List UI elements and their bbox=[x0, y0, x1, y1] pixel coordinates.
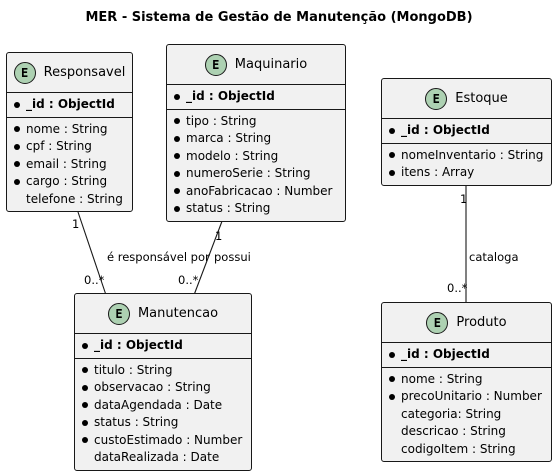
cardinality-produto-side: 0..* bbox=[447, 281, 468, 295]
attribute: anoFabricacao : Number bbox=[174, 183, 345, 201]
attribute: observacao : String bbox=[82, 379, 251, 397]
cardinality-manutencao-side-a: 0..* bbox=[84, 273, 105, 287]
attribute: codigoItem : String bbox=[401, 441, 516, 456]
bullet-icon bbox=[174, 135, 180, 142]
attribute: cpf : String bbox=[14, 138, 132, 156]
bullet-icon bbox=[14, 161, 20, 168]
attribute: nome : String bbox=[14, 121, 132, 139]
entity-estoque[interactable]: E Estoque _id : ObjectId nomeInventario … bbox=[381, 78, 552, 186]
cardinality-maquinario-side: 1 bbox=[215, 229, 223, 243]
relationship-label-maquinario-manutencao: possui bbox=[214, 250, 251, 264]
bullet-icon bbox=[14, 143, 20, 150]
entity-name: Produto bbox=[456, 315, 507, 330]
relationship-label-responsavel-manutencao: é responsável por bbox=[107, 250, 210, 264]
bullet-icon bbox=[82, 342, 88, 349]
attribute: telefone : String bbox=[26, 191, 123, 206]
entity-badge-icon: E bbox=[425, 87, 448, 110]
bullet-icon bbox=[389, 127, 395, 134]
bullet-icon bbox=[82, 437, 88, 444]
primary-key-attribute: _id : ObjectId bbox=[82, 337, 251, 355]
bullet-icon bbox=[174, 153, 180, 160]
attribute: status : String bbox=[82, 414, 251, 432]
entity-badge-icon: E bbox=[13, 61, 36, 84]
bullet-icon bbox=[14, 178, 20, 185]
attribute: dataRealizada : Date bbox=[94, 450, 220, 464]
attribute: modelo : String bbox=[174, 148, 345, 166]
attribute: itens : Array bbox=[389, 164, 551, 182]
primary-key-attribute: _id : ObjectId bbox=[389, 122, 551, 140]
attribute: cargo : String bbox=[14, 173, 132, 191]
attribute: titulo : String bbox=[82, 362, 251, 380]
attribute: nomeInventario : String bbox=[389, 147, 551, 165]
bullet-icon bbox=[174, 205, 180, 212]
bullet-icon bbox=[389, 376, 395, 383]
entity-badge-icon: E bbox=[107, 302, 130, 325]
line-maquinario-manutencao bbox=[193, 215, 225, 296]
bullet-icon bbox=[389, 152, 395, 159]
primary-key-attribute: _id : ObjectId bbox=[174, 88, 345, 106]
bullet-icon bbox=[82, 384, 88, 391]
attribute: dataAgendada : Date bbox=[82, 397, 251, 415]
attribute: status : String bbox=[174, 200, 345, 218]
cardinality-estoque-side: 1 bbox=[460, 192, 468, 206]
primary-key-attribute: _id : ObjectId bbox=[389, 346, 551, 364]
entity-maquinario[interactable]: E Maquinario _id : ObjectId tipo : Strin… bbox=[166, 44, 346, 222]
cardinality-responsavel-side: 1 bbox=[72, 217, 80, 231]
entity-produto[interactable]: E Produto _id : ObjectId nome : String p… bbox=[381, 302, 552, 462]
entity-name: Estoque bbox=[455, 91, 508, 106]
bullet-icon bbox=[82, 402, 88, 409]
entity-badge-icon: E bbox=[426, 311, 449, 334]
primary-key-attribute: _id : ObjectId bbox=[14, 96, 132, 114]
bullet-icon bbox=[174, 118, 180, 125]
attribute: marca : String bbox=[174, 130, 345, 148]
entity-responsavel[interactable]: E Responsavel _id : ObjectId nome : Stri… bbox=[6, 52, 133, 212]
entity-name: Maquinario bbox=[234, 57, 308, 72]
bullet-icon bbox=[82, 419, 88, 426]
diagram-title: MER - Sistema de Gestão de Manutenção (M… bbox=[85, 10, 473, 25]
cardinality-manutencao-side-b: 0..* bbox=[178, 273, 199, 287]
attribute: custoEstimado : Number bbox=[82, 432, 251, 450]
bullet-icon bbox=[14, 101, 20, 108]
bullet-icon bbox=[14, 126, 20, 133]
entity-badge-icon: E bbox=[204, 53, 227, 76]
entity-name: Responsavel bbox=[43, 65, 126, 80]
attribute: numeroSerie : String bbox=[174, 165, 345, 183]
bullet-icon bbox=[174, 93, 180, 100]
attribute: precoUnitario : Number bbox=[389, 388, 551, 406]
line-responsavel-manutencao bbox=[77, 211, 107, 296]
attribute: descricao : String bbox=[401, 424, 506, 438]
entity-name: Manutencao bbox=[137, 306, 219, 321]
bullet-icon bbox=[82, 367, 88, 374]
bullet-icon bbox=[174, 170, 180, 177]
relationship-label-estoque-produto: cataloga bbox=[469, 250, 519, 264]
attribute: nome : String bbox=[389, 371, 551, 389]
attribute: tipo : String bbox=[174, 113, 345, 131]
attribute: categoria: String bbox=[401, 406, 502, 421]
bullet-icon bbox=[389, 169, 395, 176]
bullet-icon bbox=[389, 351, 395, 358]
entity-manutencao[interactable]: E Manutencao _id : ObjectId titulo : Str… bbox=[74, 293, 252, 471]
bullet-icon bbox=[389, 393, 395, 400]
attribute: email : String bbox=[14, 156, 132, 174]
bullet-icon bbox=[174, 188, 180, 195]
